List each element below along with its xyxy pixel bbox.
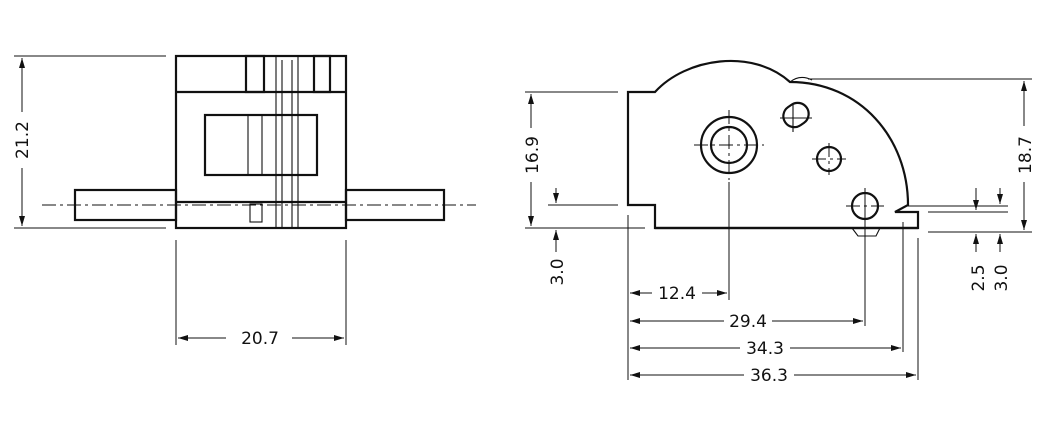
dim-width-34: 34.3 [746,339,784,359]
dim-center-29: 29.4 [729,312,767,332]
dim-front-height: 21.2 [13,121,33,159]
dim-right-a: 2.5 [969,264,989,291]
dim-side-offset: 3.0 [548,258,568,285]
front-top-notch-left [244,54,266,94]
slotted-hole [782,101,810,129]
dim-side-height: 16.9 [523,136,543,174]
dim-center-12: 12.4 [658,284,696,304]
dim-total-height: 18.7 [1016,136,1036,174]
front-window [203,113,319,177]
front-top-notch-right [312,54,332,94]
dim-right-b: 3.0 [992,264,1012,291]
dim-front-width: 20.7 [241,329,279,349]
side-bottom-foot [851,227,881,237]
dim-width-36: 36.3 [750,366,788,386]
front-lower-tab [249,203,263,223]
side-view: 16.9 3.0 18.7 2.5 3.0 12.4 29.4 [523,59,1036,386]
front-view: 21.2 20.7 [13,54,476,349]
side-body-outline [626,59,920,230]
